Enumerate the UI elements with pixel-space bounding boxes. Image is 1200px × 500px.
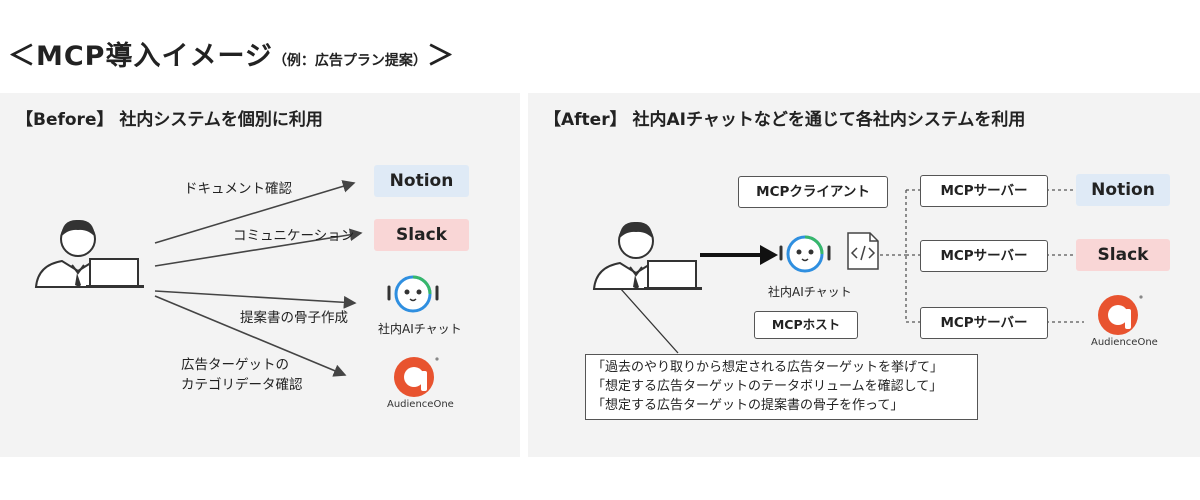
after-heading: 【After】 社内AIチャットなどを通じて各社内システムを利用 bbox=[544, 105, 1025, 130]
notion-tag: Notion bbox=[374, 165, 469, 197]
after-notion-tag: Notion bbox=[1076, 174, 1170, 206]
user-with-laptop-icon bbox=[34, 219, 144, 288]
arrow-head bbox=[760, 245, 778, 265]
before-heading-text: 社内システムを個別に利用 bbox=[119, 110, 323, 130]
mcp-host-box: MCPホスト bbox=[754, 311, 858, 339]
mcp-server-box-notion: MCPサーバー bbox=[920, 175, 1048, 207]
label-communication: コミュニケーション bbox=[233, 228, 355, 244]
arrow-to-audience bbox=[154, 295, 347, 377]
title-main: ＜MCP導入イメージ bbox=[8, 41, 273, 72]
after-chatbot-logo-icon bbox=[779, 235, 831, 273]
before-heading-bracket: 【Before】 bbox=[16, 110, 114, 130]
label-proposal-outline: 提案書の骨子作成 bbox=[240, 310, 348, 326]
arrow-to-chatbot bbox=[154, 290, 357, 309]
title-close-bracket: ＞ bbox=[426, 41, 455, 72]
chatbot-logo-icon bbox=[387, 275, 439, 313]
arrow-to-notion bbox=[154, 180, 356, 244]
before-panel: 【Before】 社内システムを個別に利用 ドキュメント確認 コミュニケーション… bbox=[0, 93, 520, 457]
slack-tag: Slack bbox=[374, 219, 469, 251]
mcp-server-box-audience: MCPサーバー bbox=[920, 307, 1048, 339]
audienceone-label: AudienceOne bbox=[387, 399, 454, 410]
title-subtitle: （例：広告プラン提案） bbox=[272, 53, 427, 69]
after-slack-tag: Slack bbox=[1076, 239, 1170, 271]
after-chatbot-caption: 社内AIチャット bbox=[768, 285, 852, 299]
after-heading-bracket: 【After】 bbox=[544, 110, 627, 130]
label-ad-target: 広告ターゲットの bbox=[181, 357, 289, 373]
prompt-line-3: 「想定する広告ターゲットの提案書の骨子を作って」 bbox=[592, 398, 904, 413]
prompt-line-1: 「過去のやり取りから想定される広告ターゲットを挙げて」 bbox=[592, 360, 944, 375]
example-prompts-box: 「過去のやり取りから想定される広告ターゲットを挙げて」 「想定する広告ターゲット… bbox=[585, 354, 978, 420]
mcp-server-box-slack: MCPサーバー bbox=[920, 240, 1048, 272]
audienceone-logo-icon bbox=[394, 357, 439, 397]
connector-user-to-prompts bbox=[619, 287, 679, 354]
label-category-data: カテゴリデータ確認 bbox=[181, 377, 303, 393]
code-document-icon bbox=[847, 232, 879, 270]
after-heading-text: 社内AIチャットなどを通じて各社内システムを利用 bbox=[632, 110, 1026, 130]
after-audienceone-logo-icon bbox=[1098, 295, 1143, 335]
mcp-client-box: MCPクライアント bbox=[738, 176, 888, 208]
page-title: ＜MCP導入イメージ（例：広告プラン提案）＞ bbox=[8, 34, 455, 73]
prompt-line-2: 「想定する広告ターゲットのテータボリュームを確認して」 bbox=[592, 379, 943, 394]
after-connectors bbox=[619, 189, 1084, 354]
chatbot-caption: 社内AIチャット bbox=[378, 322, 462, 336]
after-audienceone-label: AudienceOne bbox=[1091, 337, 1158, 348]
before-arrows bbox=[154, 180, 363, 377]
before-heading: 【Before】 社内システムを個別に利用 bbox=[16, 105, 323, 130]
after-user-with-laptop-icon bbox=[592, 221, 702, 290]
arrow-to-slack bbox=[154, 228, 363, 267]
label-document-check: ドキュメント確認 bbox=[184, 181, 292, 197]
